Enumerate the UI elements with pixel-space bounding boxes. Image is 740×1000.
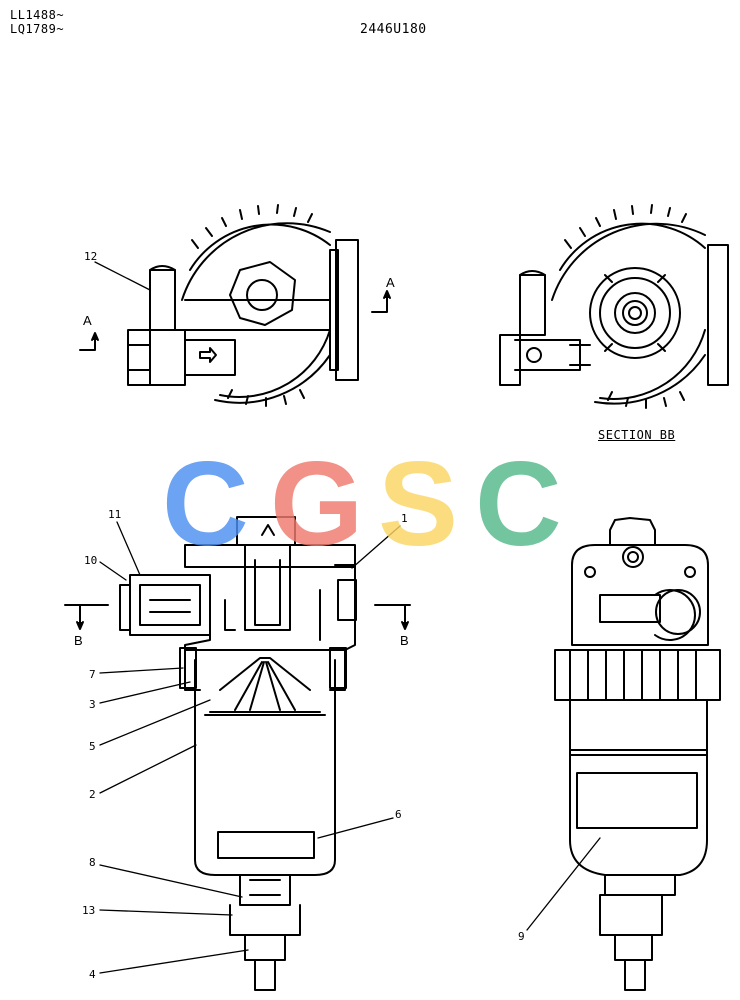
callout-13: 13: [82, 904, 95, 917]
callout-4: 4: [89, 968, 96, 981]
serial-range-1: LL1488~: [10, 8, 65, 22]
watermark-letter-2: G: [270, 437, 363, 571]
callout-3: 3: [89, 698, 96, 711]
callout-7: 7: [89, 668, 96, 681]
filter-external-view: [554, 517, 721, 991]
serial-range-2: LQ1789~: [10, 22, 65, 36]
section-a-left-marker: [79, 339, 96, 351]
section-b-left-label: B: [74, 633, 83, 648]
callout-10: 10: [84, 554, 97, 567]
callout-11: 11: [108, 508, 121, 521]
section-a-left-label: A: [83, 313, 92, 328]
callout-2: 2: [89, 788, 96, 801]
callout-6: 6: [395, 808, 402, 821]
section-b-right-label: B: [400, 633, 409, 648]
callout-1: 1: [401, 512, 408, 525]
drawing-number: 2446U180: [360, 22, 427, 37]
callout-12: 12: [84, 250, 97, 263]
filter-cross-section: [119, 516, 357, 991]
callout-8: 8: [89, 856, 96, 869]
section-bb-view: [499, 204, 729, 409]
watermark-letter-1: C: [162, 437, 249, 571]
section-a-right-marker: [371, 297, 388, 313]
section-a-right-label: A: [386, 275, 395, 290]
top-view-head: [127, 204, 359, 407]
callout-9: 9: [518, 930, 525, 943]
watermark-letter-3: S: [378, 437, 458, 571]
watermark-logo: C G S C: [162, 437, 562, 571]
section-bb-label: SECTION BB: [598, 428, 676, 442]
callout-5: 5: [89, 740, 96, 753]
watermark-letter-4: C: [475, 437, 562, 571]
